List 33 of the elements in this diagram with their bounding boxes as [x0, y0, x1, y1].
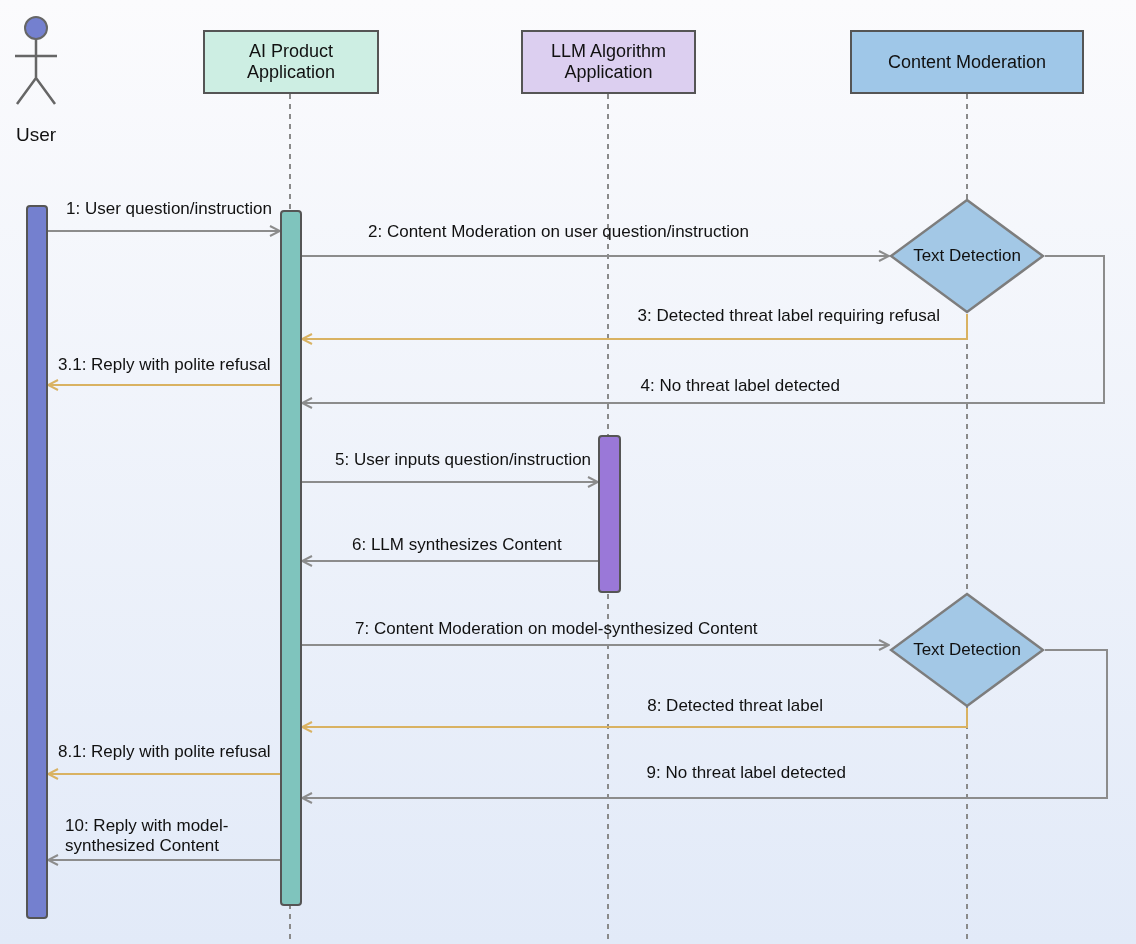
- message-label: 8.1: Reply with polite refusal: [58, 742, 271, 762]
- message-arrow: [47, 379, 281, 391]
- message-arrow: [47, 854, 281, 866]
- message-label: 10: Reply with model-synthesized Content: [65, 816, 230, 856]
- participant-box: Content Moderation: [850, 30, 1084, 94]
- actor-label: User: [14, 124, 58, 146]
- activation-bar: [26, 205, 48, 919]
- message-label: 2: Content Moderation on user question/instruction: [368, 222, 749, 242]
- message-arrow: [301, 476, 599, 488]
- message-label: 3: Detected threat label requiring refusal: [637, 306, 940, 326]
- message-label: 1: User question/instruction: [66, 199, 272, 219]
- decision-label: Text Detection: [913, 640, 1021, 660]
- participant-box: AI Product Application: [203, 30, 379, 94]
- activation-bar: [280, 210, 302, 906]
- message-arrow: [301, 649, 1108, 804]
- message-label: 4: No threat label detected: [640, 376, 840, 396]
- message-arrow: [47, 225, 281, 237]
- message-arrow: [301, 707, 968, 733]
- participant-box: LLM Algorithm Application: [521, 30, 696, 94]
- message-arrow: [301, 555, 599, 567]
- activation-bar: [598, 435, 621, 593]
- message-arrow: [301, 250, 890, 262]
- message-label: 8: Detected threat label: [647, 696, 823, 716]
- message-label: 9: No threat label detected: [646, 763, 846, 783]
- message-label: 5: User inputs question/instruction: [335, 450, 592, 470]
- message-label: 6: LLM synthesizes Content: [352, 535, 562, 555]
- message-label: 7: Content Moderation on model-synthesized Content: [355, 619, 758, 639]
- message-arrow: [47, 768, 281, 780]
- decision-label: Text Detection: [913, 246, 1021, 266]
- message-label: 3.1: Reply with polite refusal: [58, 355, 271, 375]
- message-arrow: [301, 639, 890, 651]
- message-arrow: [301, 255, 1105, 409]
- message-arrow: [301, 313, 968, 345]
